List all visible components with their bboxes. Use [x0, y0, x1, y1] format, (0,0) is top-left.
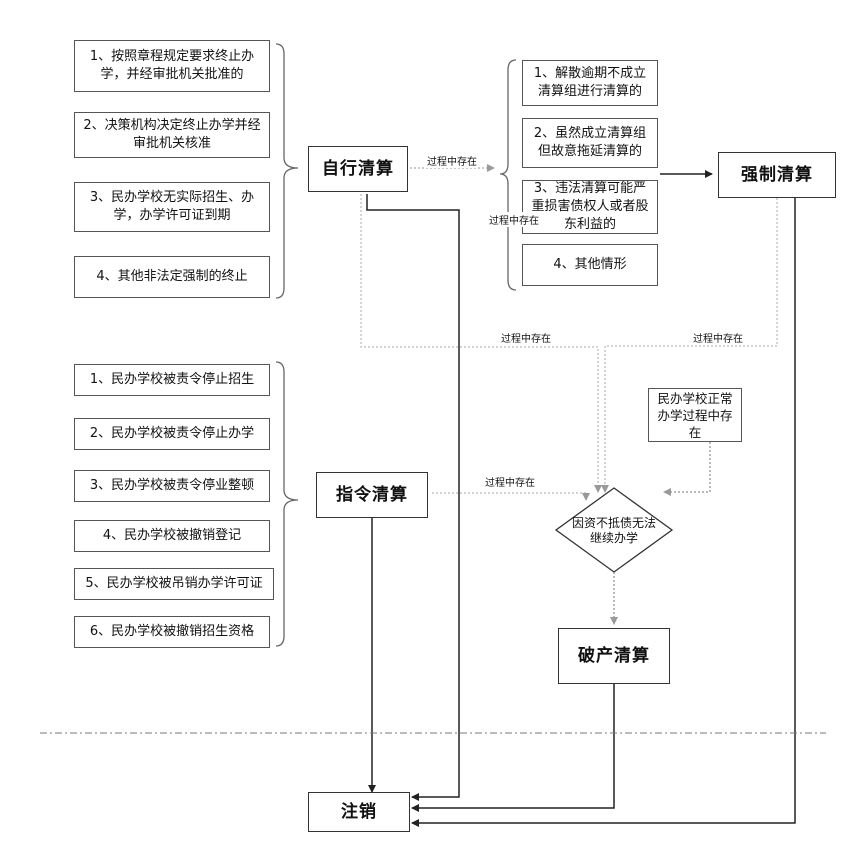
- edge-label-forced-decision: 过程中存在: [692, 330, 744, 345]
- voluntary-condition-2: 2、决策机构决定终止办学并经审批机关核准: [74, 112, 270, 158]
- bracket-forced: [499, 59, 517, 291]
- bracket-voluntary: [275, 43, 299, 299]
- voluntary-condition-3: 3、民办学校无实际招生、办学，办学许可证到期: [74, 182, 270, 232]
- edge-label-order-decision: 过程中存在: [484, 474, 536, 489]
- order-condition-4: 4、民办学校被撤销登记: [74, 520, 270, 552]
- voluntary-condition-1: 1、按照章程规定要求终止办学，并经审批机关批准的: [74, 40, 270, 92]
- order-condition-5: 5、民办学校被吊销办学许可证: [74, 568, 274, 600]
- bracket-order: [275, 361, 299, 647]
- order-liquidation-node: 指令清算: [316, 472, 428, 518]
- forced-condition-1: 1、解散逾期不成立清算组进行清算的: [522, 60, 658, 106]
- edge-label-voluntary-forced: 过程中存在: [426, 153, 478, 168]
- deregistration-node: 注销: [308, 792, 410, 832]
- normal-operation-node: 民办学校正常办学过程中存在: [648, 388, 742, 442]
- voluntary-liquidation-node: 自行清算: [308, 146, 408, 192]
- order-condition-2: 2、民办学校被责令停止办学: [74, 418, 270, 450]
- bankruptcy-liquidation-node: 破产清算: [558, 628, 670, 684]
- voluntary-condition-4: 4、其他非法定强制的终止: [74, 256, 270, 298]
- forced-condition-4: 4、其他情形: [522, 244, 658, 286]
- order-condition-6: 6、民办学校被撤销招生资格: [74, 616, 270, 648]
- decision-diamond: [554, 487, 674, 573]
- forced-liquidation-node: 强制清算: [718, 152, 836, 198]
- decision-text: 因资不抵债无法继续办学: [571, 516, 656, 545]
- edge-label-forced-item3: 过程中存在: [488, 212, 540, 227]
- forced-condition-2: 2、虽然成立清算组但故意拖延清算的: [522, 118, 658, 168]
- order-condition-1: 1、民办学校被责令停止招生: [74, 364, 270, 396]
- order-condition-3: 3、民办学校被责令停业整顿: [74, 470, 270, 502]
- edge-label-voluntary-decision: 过程中存在: [500, 330, 552, 345]
- forced-condition-3: 3、违法清算可能严重损害债权人或者股东利益的: [522, 180, 658, 234]
